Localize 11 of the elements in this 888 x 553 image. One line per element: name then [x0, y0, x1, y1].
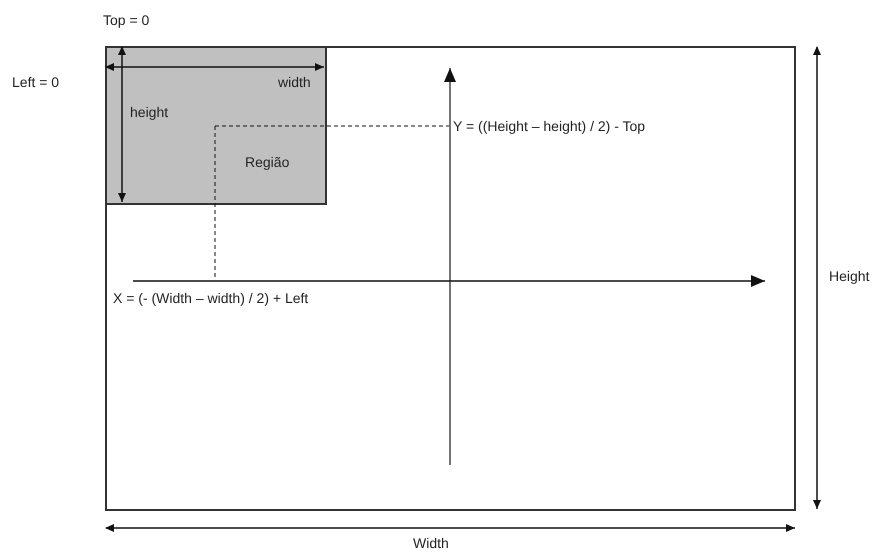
- dimension-label: Height: [829, 268, 870, 284]
- formula-label: X = (- (Width – width) / 2) + Left: [113, 290, 308, 306]
- dimension-label: Left = 0: [12, 74, 60, 90]
- dimension-label: Top = 0: [103, 12, 150, 28]
- region-rectangle: [105, 46, 327, 205]
- dimension-label: height: [130, 104, 168, 120]
- region-label: Região: [245, 154, 290, 170]
- dimension-label: Width: [413, 535, 449, 551]
- frame-rectangle: [105, 46, 796, 511]
- dimension-label: width: [278, 74, 311, 90]
- formula-label: Y = ((Height – height) / 2) - Top: [453, 118, 646, 134]
